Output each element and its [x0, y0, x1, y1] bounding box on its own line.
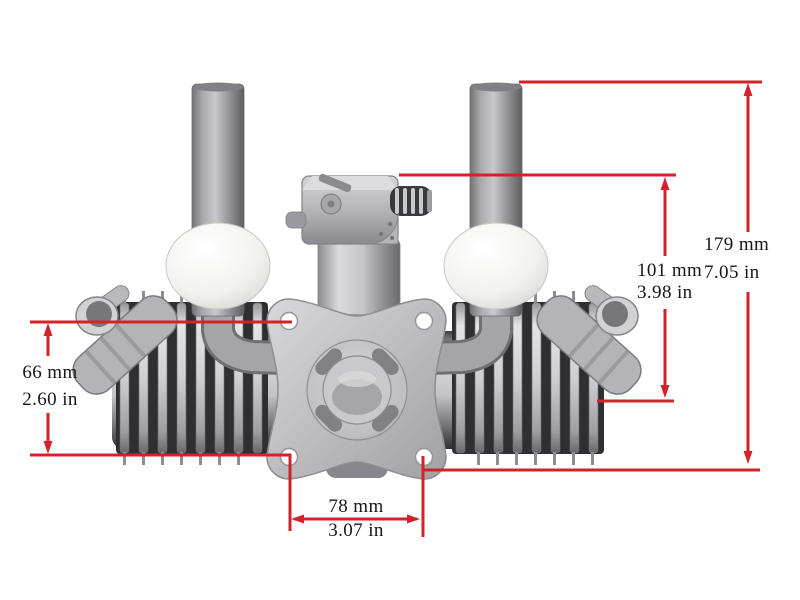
dimension-value-mm: 101 mm — [637, 260, 703, 281]
fuel-spring-fitting — [390, 186, 432, 216]
isolator-ball-right — [443, 222, 549, 310]
carburetor-left-barb — [285, 211, 307, 229]
mount-hole-top-right — [414, 311, 434, 331]
carburetor — [285, 173, 432, 245]
dimension-value-in: 3.98 in — [637, 282, 693, 303]
dimension-value-in: 2.60 in — [22, 389, 78, 410]
dimension-label-mount-vertical: 66 mm 2.60 in — [8, 359, 92, 413]
dimension-label-carb-height: 101 mm 3.98 in — [637, 260, 702, 304]
rocker-cover-left — [72, 285, 178, 395]
engine-body — [72, 82, 642, 480]
dimension-value-mm: 179 mm — [704, 234, 770, 255]
dimension-value-in: 7.05 in — [704, 262, 760, 283]
dim-ref-bottom-left — [30, 453, 292, 531]
dimension-label-overall-height: 179 mm 7.05 in — [704, 231, 769, 287]
isolator-ball-left — [165, 222, 271, 310]
dimension-value-mm: 78 mm — [328, 496, 384, 517]
dimension-value-mm: 66 mm — [22, 362, 78, 383]
dimension-lines — [30, 80, 762, 537]
dimension-label-mount-horizontal: 78 mm 3.07 in — [299, 495, 413, 543]
dimension-value-in: 3.07 in — [328, 520, 384, 541]
prop-drive-hub — [306, 339, 408, 441]
rocker-cover-right — [536, 285, 642, 395]
intake-elbow-left-face — [204, 292, 300, 372]
intake-elbow-right-face — [414, 292, 510, 372]
dimension-arrowheads — [43, 83, 753, 524]
